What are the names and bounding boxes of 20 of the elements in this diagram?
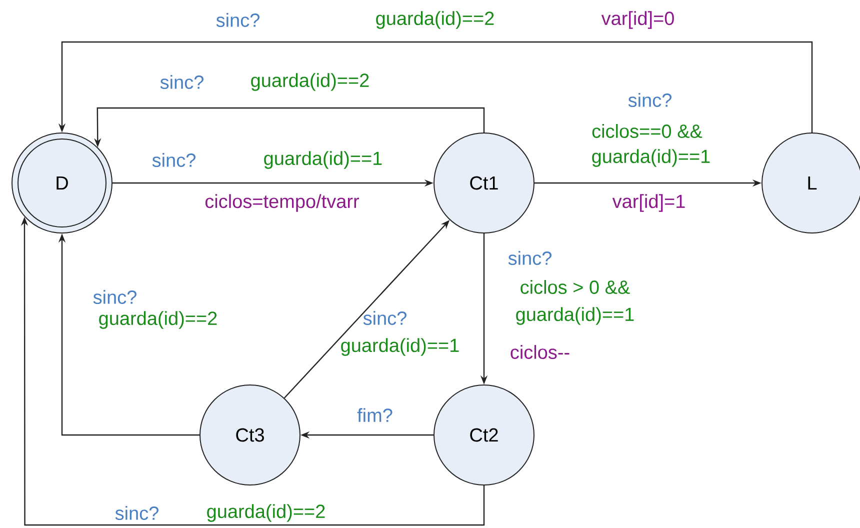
- edge-label: sinc?: [508, 251, 552, 265]
- edge-label: sinc?: [152, 153, 196, 167]
- update-label: var[id]=0: [601, 11, 674, 29]
- guard-label: guarda(id)==1: [341, 338, 459, 356]
- guard-label: guarda(id)==1: [516, 307, 634, 325]
- guard-label: guarda(id)==2: [251, 73, 369, 91]
- update-label: var[id]=1: [612, 194, 685, 212]
- edge-label: sinc?: [216, 13, 260, 27]
- guard-label: guarda(id)==1: [592, 149, 710, 167]
- edge-label: sinc?: [160, 75, 204, 89]
- edge-label: sinc?: [115, 506, 158, 520]
- edge-label: fim?: [357, 408, 392, 422]
- guard-label: guarda(id)==2: [376, 11, 494, 29]
- edge-label: sinc?: [93, 290, 136, 304]
- guard-label: guarda(id)==2: [99, 311, 217, 329]
- edge-label: sinc?: [363, 311, 406, 325]
- edge-label: sinc?: [628, 93, 672, 107]
- guard-label: ciclos==0 &&: [592, 124, 702, 138]
- guard-label: ciclos > 0 &&: [520, 280, 630, 294]
- update-label: ciclos=tempo/tvarr: [205, 194, 360, 212]
